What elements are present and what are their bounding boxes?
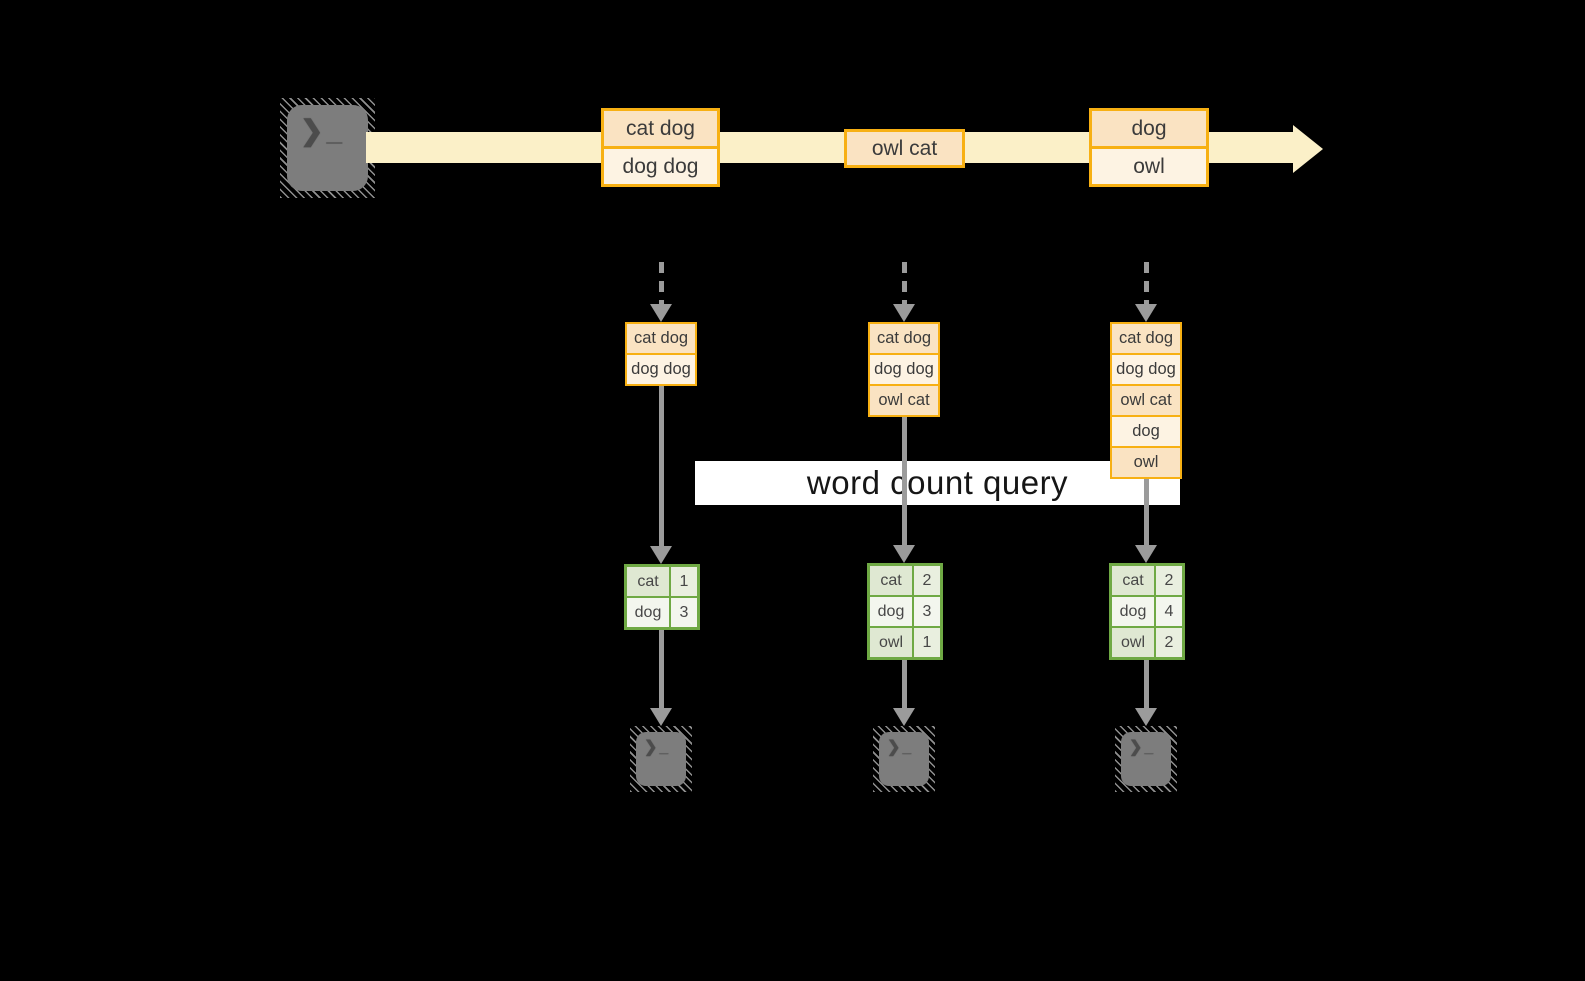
stream-record: dog dog: [604, 149, 717, 184]
state-record: cat dog: [870, 324, 938, 353]
stream-batch-3: dog owl: [1089, 108, 1209, 187]
arrow-line: [1143, 660, 1149, 708]
stream-record: owl cat: [847, 132, 962, 165]
terminal-sink-icon-1: ❯_: [630, 726, 692, 792]
state-record: dog dog: [627, 355, 695, 384]
stream-record: owl: [1092, 149, 1206, 184]
state-record: owl: [1112, 448, 1180, 477]
arrow-table-to-sink-2: [893, 660, 915, 726]
stream-record: cat dog: [604, 111, 717, 146]
arrowhead-icon: [650, 708, 672, 726]
arrow-state-to-table-1: [650, 386, 672, 564]
count-cell: 3: [914, 597, 940, 626]
count-cell: 2: [1156, 628, 1182, 657]
arrow-table-to-sink-3: [1135, 660, 1157, 726]
word-cell: cat: [1112, 566, 1154, 595]
terminal-source-icon: ❯_: [280, 98, 375, 198]
arrow-state-to-table-2: [893, 417, 915, 563]
arrow-line: [901, 417, 907, 545]
arrow-line: [1143, 479, 1149, 545]
dashed-arrow-2: [893, 262, 915, 322]
word-cell: dog: [1112, 597, 1154, 626]
state-box-2: cat dog dog dog owl cat: [868, 322, 940, 417]
state-record: dog dog: [870, 355, 938, 384]
query-label: word count query: [695, 461, 1180, 505]
arrow-line: [658, 386, 664, 546]
arrowhead-icon: [893, 545, 915, 563]
state-record: owl cat: [1112, 386, 1180, 415]
arrow-line: [1143, 262, 1149, 304]
arrowhead-icon: [893, 304, 915, 322]
arrow-line: [658, 630, 664, 708]
terminal-prompt-icon: ❯_: [300, 115, 346, 146]
count-cell: 1: [914, 628, 940, 657]
dashed-arrow-3: [1135, 262, 1157, 322]
state-box-3: cat dog dog dog owl cat dog owl: [1110, 322, 1182, 479]
terminal-sink-icon-2: ❯_: [873, 726, 935, 792]
arrowhead-icon: [650, 546, 672, 564]
count-cell: 2: [1156, 566, 1182, 595]
arrow-line: [658, 262, 664, 304]
dashed-arrow-1: [650, 262, 672, 322]
state-record: dog dog: [1112, 355, 1180, 384]
count-cell: 4: [1156, 597, 1182, 626]
arrow-state-to-table-3: [1135, 479, 1157, 563]
state-record: cat dog: [627, 324, 695, 353]
arrow-line: [901, 660, 907, 708]
count-cell: 1: [671, 567, 697, 596]
arrowhead-icon: [1135, 708, 1157, 726]
count-cell: 2: [914, 566, 940, 595]
arrow-table-to-sink-1: [650, 630, 672, 726]
arrowhead-icon: [1135, 545, 1157, 563]
terminal-body: ❯_: [879, 732, 929, 786]
word-cell: cat: [627, 567, 669, 596]
count-table-2: cat 2 dog 3 owl 1: [867, 563, 943, 660]
count-table-3: cat 2 dog 4 owl 2: [1109, 563, 1185, 660]
word-cell: owl: [870, 628, 912, 657]
state-record: owl cat: [870, 386, 938, 415]
stream-batch-1: cat dog dog dog: [601, 108, 720, 187]
count-cell: 3: [671, 598, 697, 627]
state-record: dog: [1112, 417, 1180, 446]
terminal-body: ❯_: [636, 732, 686, 786]
terminal-body: ❯_: [287, 105, 368, 191]
terminal-prompt-icon: ❯_: [1129, 739, 1156, 756]
count-table-1: cat 1 dog 3: [624, 564, 700, 630]
terminal-body: ❯_: [1121, 732, 1171, 786]
state-box-1: cat dog dog dog: [625, 322, 697, 386]
arrowhead-icon: [650, 304, 672, 322]
stream-batch-2: owl cat: [844, 129, 965, 168]
arrow-line: [901, 262, 907, 304]
terminal-prompt-icon: ❯_: [644, 739, 671, 756]
word-cell: owl: [1112, 628, 1154, 657]
word-cell: dog: [870, 597, 912, 626]
word-cell: dog: [627, 598, 669, 627]
arrowhead-icon: [893, 708, 915, 726]
stream-record: dog: [1092, 111, 1206, 146]
state-record: cat dog: [1112, 324, 1180, 353]
word-cell: cat: [870, 566, 912, 595]
arrowhead-icon: [1135, 304, 1157, 322]
terminal-prompt-icon: ❯_: [887, 739, 914, 756]
stream-arrowhead-icon: [1293, 125, 1323, 173]
terminal-sink-icon-3: ❯_: [1115, 726, 1177, 792]
